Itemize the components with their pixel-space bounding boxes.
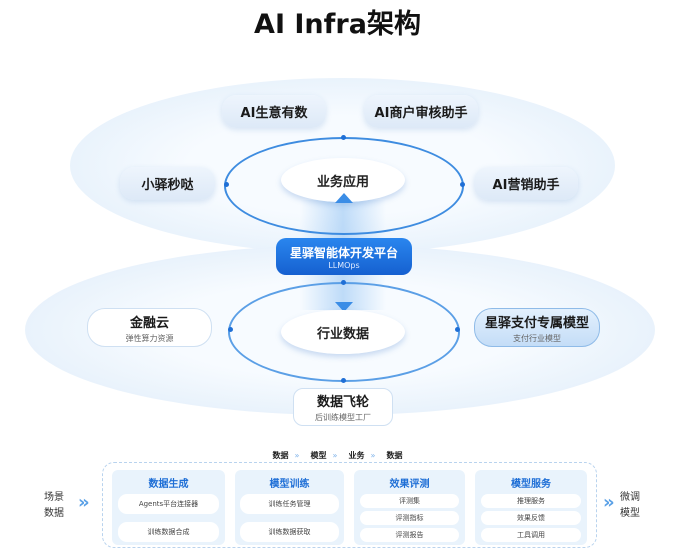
- double-chevron-icon: »: [294, 451, 300, 460]
- column-title: 模型服务: [511, 479, 551, 490]
- ring-dot: [341, 378, 346, 383]
- right-label: 微调模型: [620, 490, 640, 522]
- ring-dot: [455, 327, 460, 332]
- column-title: 数据生成: [148, 479, 189, 490]
- ring-dot: [341, 280, 346, 285]
- chevron-right-icon: »: [78, 492, 90, 513]
- column-item[interactable]: 推理服务: [480, 494, 582, 508]
- industry-data-node: 行业数据: [281, 310, 405, 354]
- model-sub: 支付行业模型: [513, 333, 561, 343]
- column-item[interactable]: 工具调用: [480, 528, 582, 542]
- flow-step: 数据: [386, 451, 403, 460]
- column-item[interactable]: 训练数据合成: [117, 522, 220, 542]
- platform-title: 星驿智能体开发平台: [289, 245, 398, 260]
- column-item[interactable]: Agents平台连接器: [117, 494, 220, 514]
- jinrongyun-sub: 弹性算力资源: [125, 333, 174, 343]
- app-ai-audit[interactable]: AI商户审核助手: [364, 95, 478, 128]
- column-evaluation: 效果评测 评测集 评测指标 评测报告: [354, 470, 465, 545]
- flywheel-box[interactable]: 数据飞轮 后训练模型工厂: [293, 388, 393, 426]
- ring-dot: [224, 182, 229, 187]
- flow-step: 模型: [310, 451, 327, 460]
- left-label: 场景数据: [44, 490, 64, 522]
- column-item[interactable]: 训练数据获取: [240, 522, 339, 542]
- column-item[interactable]: 训练任务管理: [240, 494, 339, 514]
- flow-row: 数据 » 模型 » 业务 » 数据: [0, 443, 675, 462]
- ring-dot: [460, 182, 465, 187]
- flywheel-sub: 后训练模型工厂: [315, 413, 371, 422]
- jinrongyun-box[interactable]: 金融云 弹性算力资源: [87, 308, 212, 347]
- chevron-right-icon: »: [603, 492, 615, 513]
- column-data-generation: 数据生成 Agents平台连接器 训练数据合成: [112, 470, 225, 545]
- ring-dot: [228, 327, 233, 332]
- flywheel-title: 数据飞轮: [316, 395, 369, 410]
- flow-step: 业务: [348, 451, 365, 460]
- column-item[interactable]: 效果反馈: [480, 511, 582, 525]
- double-chevron-icon: »: [370, 451, 376, 460]
- arrow-up-icon: [335, 193, 353, 203]
- arrow-down-icon: [335, 302, 353, 312]
- pipeline-container: [102, 462, 597, 548]
- app-ai-shengyi[interactable]: AI生意有数: [222, 95, 326, 128]
- model-title: 星驿支付专属模型: [484, 315, 589, 331]
- flow-step: 数据: [272, 451, 289, 460]
- right-label-line: 微调: [620, 492, 640, 503]
- column-item[interactable]: 评测集: [359, 494, 460, 508]
- column-item[interactable]: 评测报告: [359, 528, 460, 542]
- left-label-line: 数据: [44, 508, 64, 519]
- ring-dot: [341, 135, 346, 140]
- page-title: AI Infra架构: [254, 9, 421, 40]
- column-title: 模型训练: [269, 479, 310, 490]
- column-item[interactable]: 评测指标: [359, 511, 460, 525]
- column-model-service: 模型服务 推理服务 效果反馈 工具调用: [475, 470, 587, 545]
- platform-box[interactable]: 星驿智能体开发平台 LLMOps: [276, 238, 412, 275]
- jinrongyun-title: 金融云: [129, 315, 169, 331]
- column-title: 效果评测: [389, 479, 430, 490]
- platform-sub: LLMOps: [328, 260, 360, 270]
- app-xiaoyi[interactable]: 小驿秒哒: [120, 167, 215, 200]
- right-label-line: 模型: [620, 508, 640, 519]
- model-box[interactable]: 星驿支付专属模型 支付行业模型: [474, 308, 600, 347]
- app-ai-marketing[interactable]: AI营销助手: [474, 167, 578, 200]
- column-model-training: 模型训练 训练任务管理 训练数据获取: [235, 470, 344, 545]
- double-chevron-icon: »: [332, 451, 338, 460]
- left-label-line: 场景: [44, 492, 64, 503]
